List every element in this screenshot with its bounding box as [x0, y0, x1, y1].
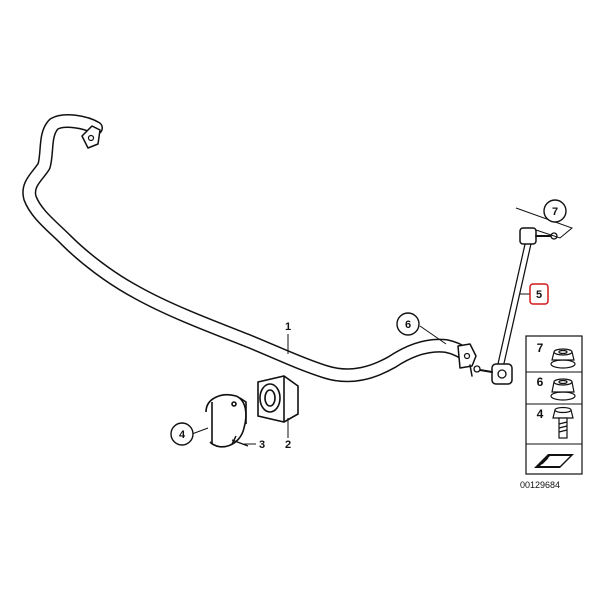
callout-7: 7	[543, 199, 567, 223]
callout-5-label: 5	[536, 289, 542, 301]
hex-nut-icon	[550, 378, 576, 401]
legend-item-4-label: 4	[537, 407, 544, 421]
clamp	[205, 394, 247, 448]
leader-lines	[191, 207, 573, 445]
legend-item-7: 7	[537, 341, 576, 369]
callout-6-label: 6	[405, 319, 411, 331]
arrow-icon	[534, 454, 574, 468]
legend-item-4: 4	[537, 406, 574, 439]
callout-1: 1	[285, 321, 291, 333]
collar-nut-icon	[550, 348, 576, 369]
rubber-mounting	[257, 375, 299, 423]
callout-4-label: 4	[179, 429, 186, 441]
callout-1-label: 1	[285, 321, 291, 333]
callout-7-label: 7	[552, 206, 558, 218]
hex-bolt-icon	[552, 406, 574, 439]
callout-3: 3	[259, 439, 265, 451]
stabilizer-bar	[22, 114, 477, 383]
callout-6: 6	[396, 312, 420, 336]
callout-2: 2	[285, 439, 291, 451]
legend-item-7-label: 7	[537, 341, 544, 355]
screw	[231, 435, 249, 447]
callout-2-label: 2	[285, 439, 291, 451]
callout-5: 5	[529, 283, 549, 305]
legend-item-6-label: 6	[537, 375, 544, 389]
image-number: 00129684	[520, 480, 560, 490]
hardware-legend: 7 6 4	[525, 335, 583, 475]
callout-4: 4	[170, 422, 194, 446]
stabilizer-link	[473, 227, 558, 385]
legend-item-6: 6	[537, 375, 576, 401]
callout-3-label: 3	[259, 439, 265, 451]
